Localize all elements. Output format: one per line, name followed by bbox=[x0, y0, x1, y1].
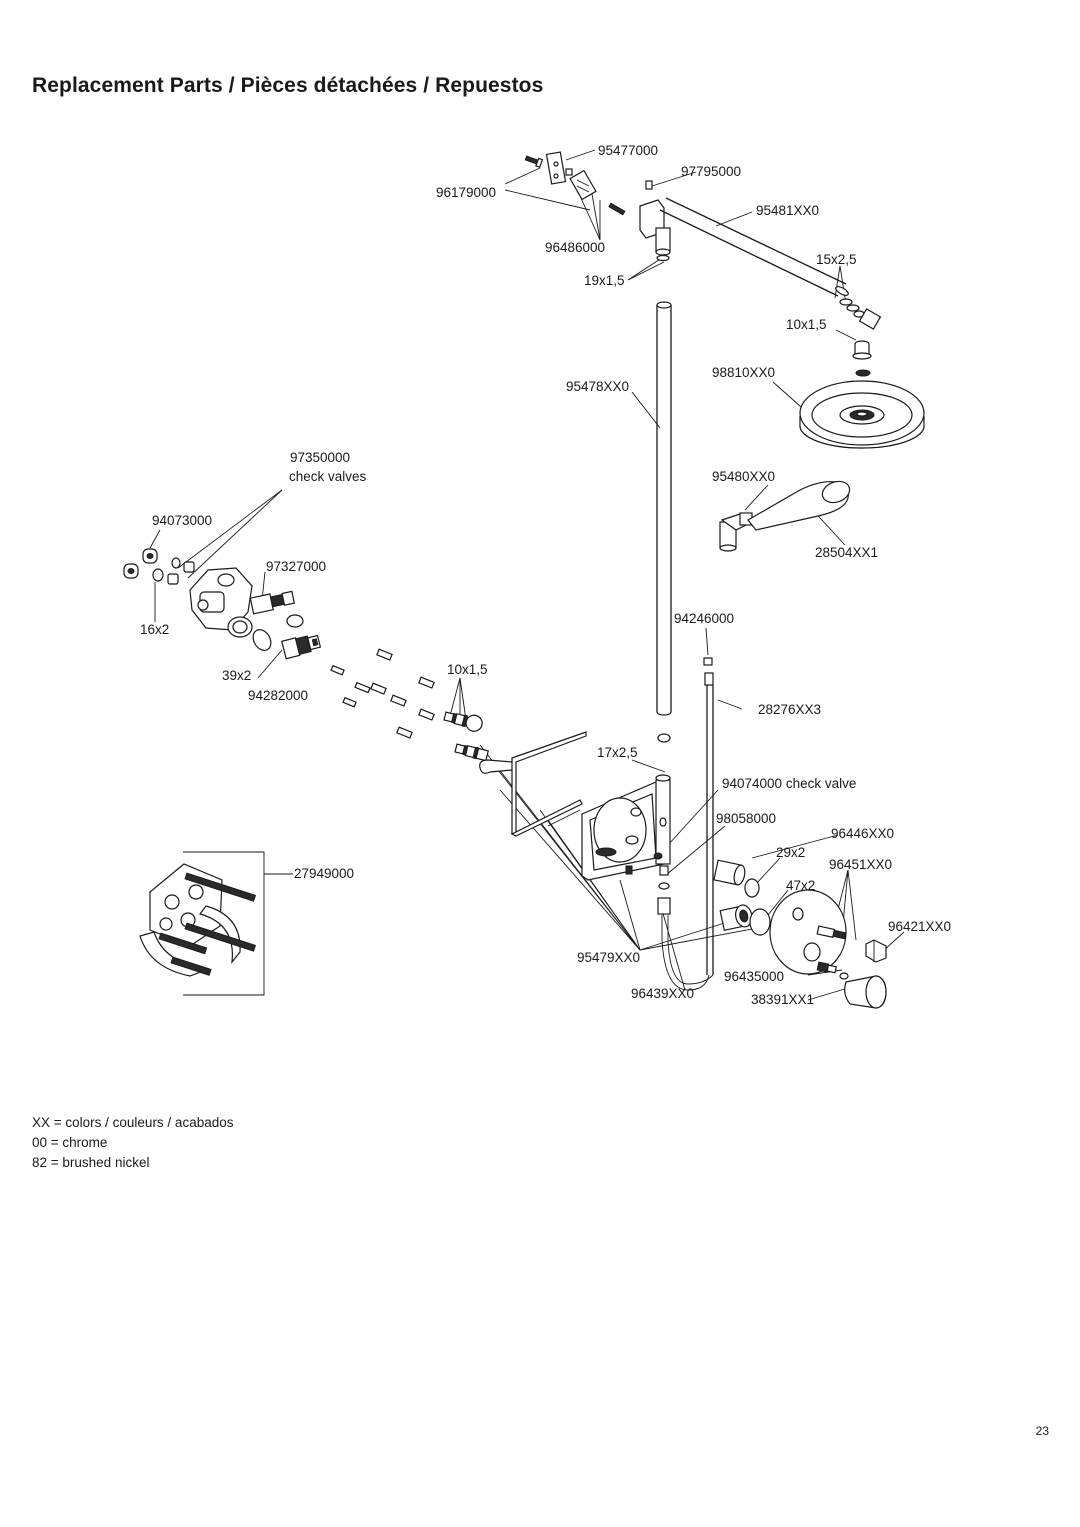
screw-part bbox=[524, 155, 544, 169]
label-47x2: 47x2 bbox=[786, 878, 815, 893]
label-check-valves: check valves bbox=[289, 469, 367, 484]
label-96435000: 96435000 bbox=[724, 969, 784, 984]
label-96451XX0: 96451XX0 bbox=[829, 857, 892, 872]
label-96179000: 96179000 bbox=[436, 185, 496, 200]
label-97795000: 97795000 bbox=[681, 164, 741, 179]
label-10x1-5-mid: 10x1,5 bbox=[447, 662, 488, 677]
overhead-shower bbox=[799, 380, 925, 449]
arm-mount-parts bbox=[524, 151, 882, 377]
label-17x2-5: 17x2,5 bbox=[597, 745, 638, 760]
arm-end-cap bbox=[858, 308, 882, 330]
label-15x2-5: 15x2,5 bbox=[816, 252, 857, 267]
label-39x2: 39x2 bbox=[222, 668, 251, 683]
label-98058000: 98058000 bbox=[716, 811, 776, 826]
legend-line: 82 = brushed nickel bbox=[32, 1155, 150, 1170]
label-96439XX0: 96439XX0 bbox=[631, 986, 694, 1001]
label-96421XX0: 96421XX0 bbox=[888, 919, 951, 934]
label-95480XX0: 95480XX0 bbox=[712, 469, 775, 484]
trim-parts bbox=[713, 859, 887, 1009]
cartridge-part bbox=[249, 590, 296, 615]
mounting-plate bbox=[545, 151, 567, 185]
shower-hose bbox=[657, 657, 714, 991]
label-19x1-5: 19x1,5 bbox=[584, 273, 625, 288]
legend-line: XX = colors / couleurs / acabados bbox=[32, 1115, 234, 1130]
install-box bbox=[510, 731, 671, 890]
label-29x2: 29x2 bbox=[776, 845, 805, 860]
label-27949000: 27949000 bbox=[294, 866, 354, 881]
diverter-sleeve bbox=[713, 859, 746, 886]
label-28504XX1: 28504XX1 bbox=[815, 545, 878, 560]
label-95478XX0: 95478XX0 bbox=[566, 379, 629, 394]
label-95479XX0: 95479XX0 bbox=[577, 950, 640, 965]
label-96446XX0: 96446XX0 bbox=[831, 826, 894, 841]
label-95481XX0: 95481XX0 bbox=[756, 203, 819, 218]
wall-bracket bbox=[569, 169, 597, 201]
label-94073000: 94073000 bbox=[152, 513, 212, 528]
label-94074000-check-valve: 94074000 check valve bbox=[722, 776, 856, 791]
leader-lines bbox=[149, 149, 905, 1001]
label-28276XX3: 28276XX3 bbox=[758, 702, 821, 717]
hand-shower bbox=[719, 480, 851, 552]
trim-sleeve bbox=[719, 904, 753, 931]
riser-pipe bbox=[656, 301, 672, 743]
valve-body-cluster bbox=[123, 548, 322, 660]
label-97350000: 97350000 bbox=[290, 450, 350, 465]
set-screw bbox=[608, 202, 626, 216]
label-16x2: 16x2 bbox=[140, 622, 169, 637]
label-98810XX0: 98810XX0 bbox=[712, 365, 775, 380]
label-94246000: 94246000 bbox=[674, 611, 734, 626]
label-10x1-5-top: 10x1,5 bbox=[786, 317, 827, 332]
label-95477000: 95477000 bbox=[598, 143, 658, 158]
page-number: 23 bbox=[1035, 1424, 1049, 1438]
thermostat-cartridge bbox=[281, 634, 322, 660]
legend-line: 00 = chrome bbox=[32, 1135, 108, 1150]
label-38391XX1: 38391XX1 bbox=[751, 992, 814, 1007]
page-title: Replacement Parts / Pièces détachées / R… bbox=[32, 74, 544, 97]
label-97327000: 97327000 bbox=[266, 559, 326, 574]
color-legend: XX = colors / couleurs / acabados 00 = c… bbox=[32, 1113, 234, 1173]
extension-pins bbox=[330, 648, 515, 774]
label-96486000: 96486000 bbox=[545, 240, 605, 255]
part-labels: 95477000 97795000 96179000 95481XX0 9648… bbox=[140, 143, 951, 1007]
install-aid-inset bbox=[139, 851, 265, 996]
label-94282000: 94282000 bbox=[248, 688, 308, 703]
